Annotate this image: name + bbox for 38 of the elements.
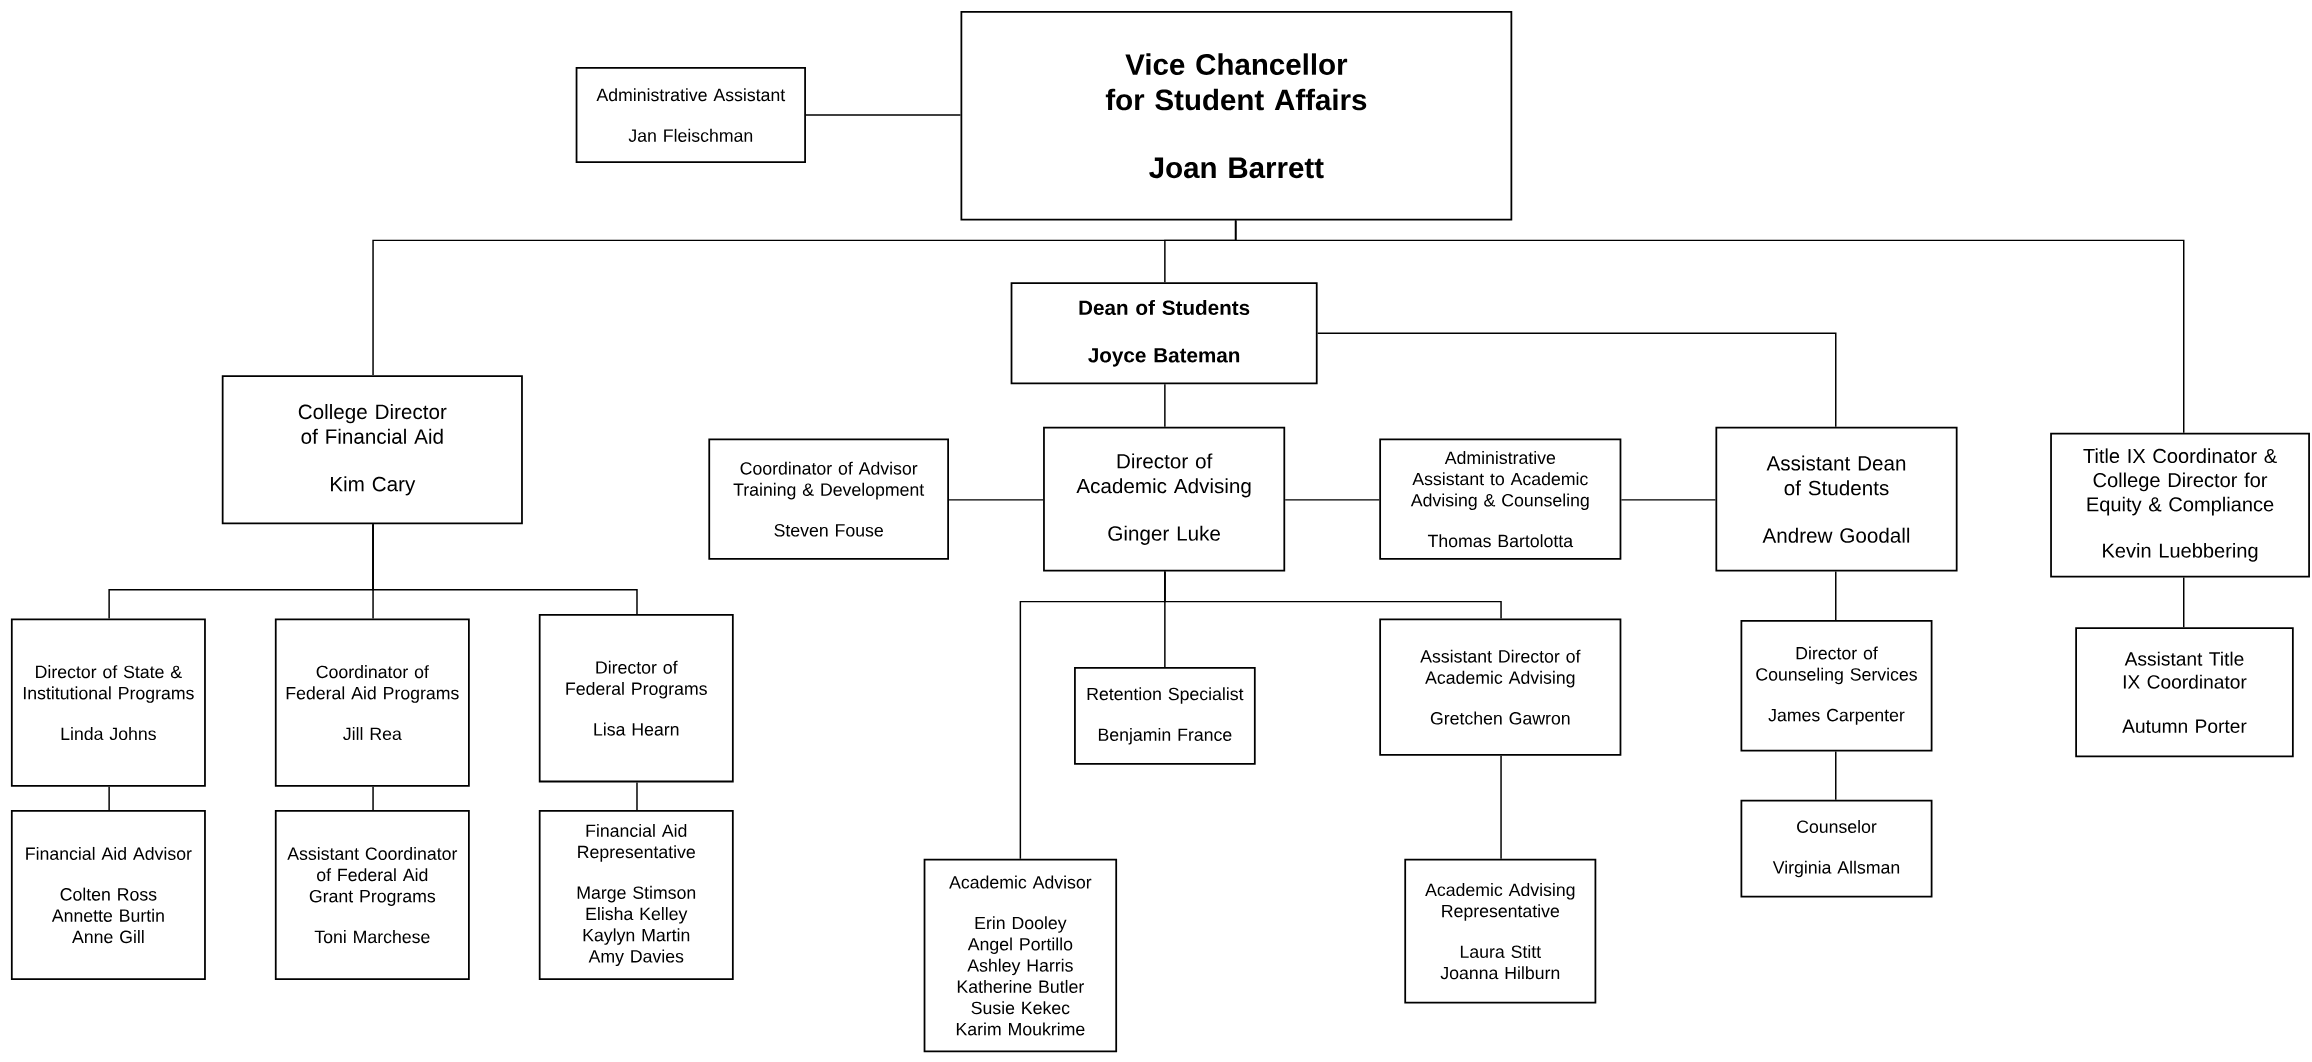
org-box: Counselor Virginia Allsman [1740, 799, 1933, 898]
org-box: Assistant Title IX Coordinator Autumn Porter [2075, 627, 2294, 758]
connector-line [108, 786, 110, 811]
connector-line [1500, 755, 1502, 860]
connector-line [1164, 570, 1502, 620]
org-box: Assistant Director of Academic Advising Gretchen Gawron [1379, 618, 1622, 756]
org-box: Coordinator of Advisor Training & Development Steven Fouse [708, 438, 949, 560]
connector-line [948, 499, 1044, 501]
connector-line [2183, 576, 2185, 629]
org-box: College Director of Financial Aid Kim Cary [221, 375, 523, 525]
connector-line [1316, 332, 1837, 428]
connector-line [805, 114, 962, 116]
org-box: Vice Chancellor for Student Affairs Joan Barrett [960, 11, 1513, 221]
connector-line [636, 781, 638, 811]
connector-line [1835, 570, 1837, 621]
connector-line [372, 523, 638, 615]
org-box: Retention Specialist Benjamin France [1074, 667, 1256, 765]
org-box: Administrative Assistant Jan Fleischman [575, 67, 806, 164]
org-box: Administrative Assistant to Academic Advising & Counseling Thomas Bartolotta [1379, 438, 1622, 560]
org-box: Coordinator of Federal Aid Programs Jill Rea [274, 618, 470, 787]
org-box: Financial Aid Representative Marge Stimson Elisha Kelley Kaylyn Martin Amy Davies [538, 810, 734, 981]
org-box: Academic Advisor Erin Dooley Angel Portillo Ashley Harris Katherine Butler Susie Kekec Karim Moukrime [923, 858, 1118, 1053]
connector-line [1164, 383, 1166, 428]
org-box: Director of State & Institutional Programs Linda Johns [10, 618, 206, 787]
connector-line [1234, 220, 2185, 434]
org-box: Financial Aid Advisor Colten Ross Annette Burtin Anne Gill [10, 810, 206, 981]
org-box: Director of Counseling Services James Carpenter [1740, 620, 1933, 752]
org-box: Director of Federal Programs Lisa Hearn [538, 614, 734, 783]
org-box: Dean of Students Joyce Bateman [1010, 282, 1318, 385]
org-box: Director of Academic Advising Ginger Luke [1043, 426, 1286, 572]
org-box: Assistant Dean of Students Andrew Goodall [1715, 426, 1958, 572]
connector-line [372, 786, 374, 811]
org-box: Title IX Coordinator & College Director for Equity & Compliance Kevin Luebbering [2050, 432, 2310, 578]
connector-line [1620, 499, 1717, 501]
connector-line [1284, 499, 1380, 501]
org-box: Assistant Coordinator of Federal Aid Grant Programs Toni Marchese [274, 810, 470, 981]
connector-line [1835, 750, 1837, 801]
org-box: Academic Advising Representative Laura Stitt Joanna Hilburn [1404, 858, 1597, 1004]
